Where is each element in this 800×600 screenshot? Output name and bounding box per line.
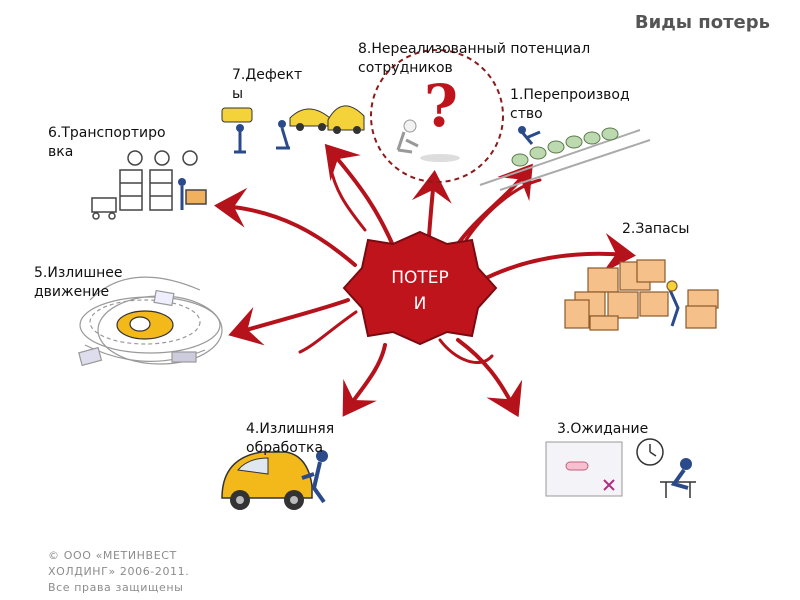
arrow-defects: [324, 143, 397, 252]
label-waiting: 3.Ожидание: [557, 421, 649, 437]
arrow-overprocessing: [342, 343, 387, 417]
label-defects: 7.Дефект ы: [232, 67, 303, 102]
question-figure-icon: ?: [396, 72, 460, 162]
label-overproduction: 1.Перепроизвод ство: [510, 87, 630, 122]
label-unused-talent: 8.Нереализованный потенциал сотрудников: [358, 41, 591, 76]
svg-text:?: ?: [424, 72, 458, 140]
label-inventory: 2.Запасы: [622, 221, 690, 237]
copyright-footer: © ООО «МЕТИНВЕСТ ХОЛДИНГ» 2006-2011. Все…: [48, 549, 190, 594]
arrow-inventory: [476, 233, 636, 284]
overprocessing-illustration: [221, 450, 328, 510]
transportation-illustration: [91, 150, 207, 220]
motion-illustration: [78, 276, 223, 367]
arrow-transportation: [214, 187, 357, 267]
arrow-waiting: [456, 338, 523, 418]
label-overprocessing: 4.Излишняя обработка: [246, 421, 335, 456]
arrow-motion: [228, 298, 350, 346]
label-motion: 5.Излишнее движение: [34, 265, 123, 300]
label-transportation: 6.Транспортиро вка: [48, 125, 166, 160]
inventory-illustration: [564, 259, 719, 331]
overproduction-illustration: [479, 126, 651, 191]
center-label: ПОТЕР И: [391, 268, 449, 314]
slide-title: Виды потерь: [634, 12, 770, 33]
central-star: [342, 230, 498, 346]
defects-illustration: [221, 105, 365, 154]
waiting-illustration: [545, 438, 696, 498]
talent-dashed-circle: [370, 49, 504, 183]
